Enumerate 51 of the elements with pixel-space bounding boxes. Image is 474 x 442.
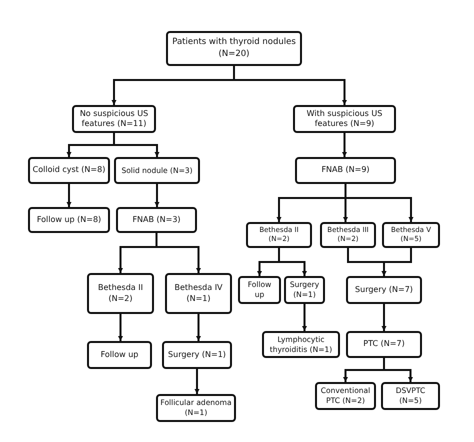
process-box <box>114 157 200 184</box>
connector-arrow <box>344 184 414 222</box>
connector-arrow <box>196 314 201 341</box>
process-box <box>346 331 422 358</box>
connector-arrow <box>154 184 160 207</box>
box-label: Surgery (N=7) <box>355 284 413 296</box>
process-box <box>382 222 440 248</box>
connector-arrow <box>194 369 200 394</box>
connector-arrow <box>233 66 347 105</box>
process-box <box>28 207 110 233</box>
process-box <box>162 341 232 369</box>
process-box <box>87 273 154 314</box>
process-box <box>116 207 197 233</box>
connector-arrow <box>382 304 386 331</box>
box-label: With suspicious US features (N=9) <box>306 108 384 130</box>
connector-arrow <box>278 248 307 276</box>
process-box <box>156 394 236 422</box>
process-box <box>284 276 325 304</box>
box-label: Surgery (N=1) <box>168 350 226 360</box>
process-box <box>293 105 396 133</box>
box-label: FNAB (N=9) <box>321 165 370 176</box>
process-box <box>165 273 232 314</box>
connector-arrow <box>302 304 307 331</box>
process-box <box>320 222 376 248</box>
process-box <box>72 105 156 133</box>
connector-arrow <box>382 248 412 276</box>
connector-arrow <box>342 133 347 157</box>
box-label: Bethesda II (N=2) <box>97 283 144 304</box>
process-box <box>238 276 281 304</box>
connector-arrow <box>156 233 201 273</box>
connector-arrow <box>113 133 160 157</box>
box-label: Follow up (N=8) <box>36 214 102 226</box>
process-box <box>246 222 312 248</box>
box-label: Bethesda IV (N=1) <box>173 283 224 304</box>
box-label: PTC (N=7) <box>363 339 405 350</box>
box-label: No suspicious US features (N=11) <box>78 108 150 130</box>
process-box <box>87 341 152 369</box>
process-box <box>381 382 440 410</box>
process-box <box>315 382 376 410</box>
box-label: Patients with thyroid nodules (N=20) <box>171 37 297 60</box>
process-box <box>166 31 302 66</box>
process-box <box>28 157 110 184</box>
connector-arrow <box>66 184 72 207</box>
box-label: Colloid cyst (N=8) <box>32 165 106 176</box>
process-box <box>262 331 340 358</box>
connector-arrow <box>118 314 123 341</box>
connector-arrow <box>383 358 413 382</box>
box-label: Follow up <box>100 350 138 360</box>
box-label: FNAB (N=3) <box>132 214 181 226</box>
process-box <box>295 157 396 184</box>
process-box <box>346 276 422 304</box>
